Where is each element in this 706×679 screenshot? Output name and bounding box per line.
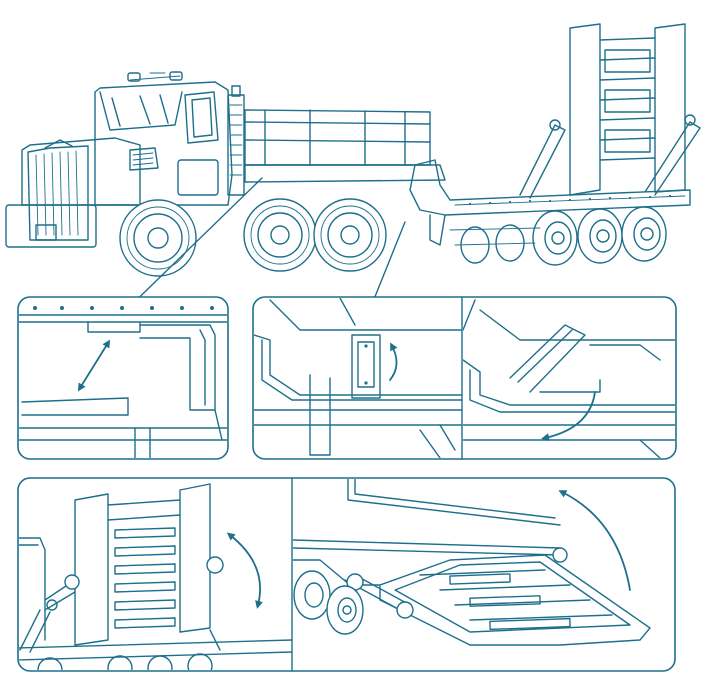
deck-rivets [468,194,672,206]
raised-ramps [519,23,701,199]
detail-panel-3 [17,477,676,672]
panel-3-trailer-wheels [293,570,364,635]
motion-arrow-2a [389,342,398,381]
callout-line-1 [117,177,263,319]
detail-panel-2 [252,296,677,460]
drive-wheel-2 [313,198,387,272]
truck-hood [5,137,159,248]
ramp-rungs [114,527,176,629]
panel-3-wheels [37,653,213,670]
detail-panel-2a [254,298,462,458]
truck-wheels [119,198,387,277]
motion-arrow-3 [226,532,263,609]
trailer-wheels [449,206,667,266]
drive-wheel-1 [243,198,317,272]
lowboy-trailer-deck [409,159,691,246]
trailer-wheel-3 [621,206,667,262]
trailer-wheel-1 [532,210,578,266]
truck-overview [5,23,701,335]
detail-panel-1 [17,296,229,460]
front-wheel [119,199,197,277]
motion-arrow-1 [77,339,111,392]
detail-panel-3-ramp-lowered [293,479,651,646]
detail-panel-3-ramps-raised [19,483,292,670]
truck-bed-rack [244,109,446,183]
detail-panel-2b [463,299,675,458]
exhaust-stack [227,85,245,196]
trailer-wheel-2 [577,208,623,264]
motion-arrow-2b [541,391,596,442]
motion-arrow-4 [558,490,631,591]
